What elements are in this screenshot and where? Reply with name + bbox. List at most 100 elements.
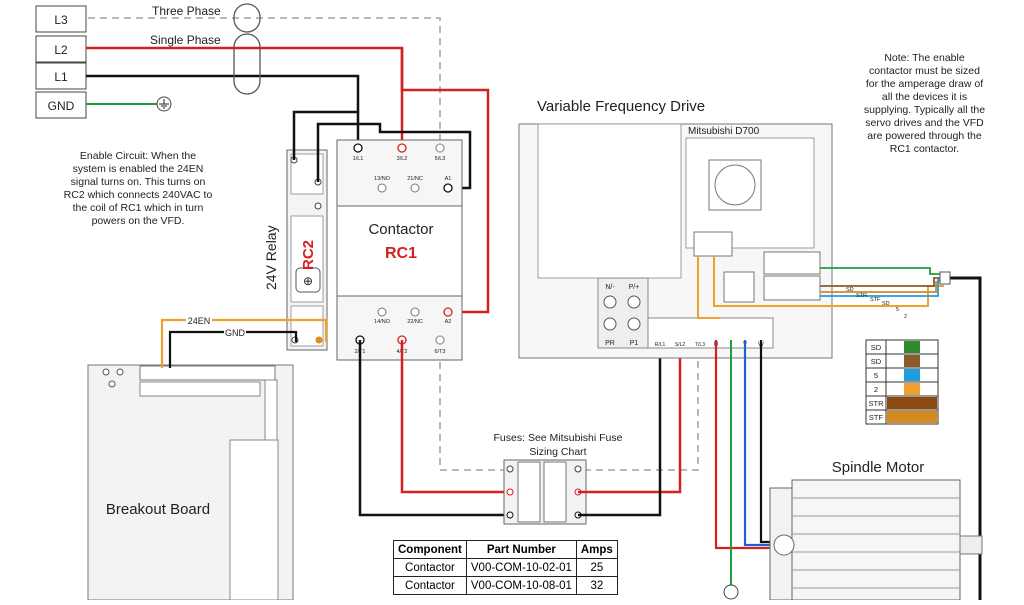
earth-ground-icon [156, 96, 172, 112]
breakout-board [87, 364, 294, 601]
legend-label: SD [871, 343, 882, 352]
cell-component: Contactor [393, 576, 467, 595]
three-phase-gland [233, 3, 261, 33]
t1-to-fuse-wire [358, 340, 510, 517]
relay-label: 24V Relay [263, 225, 279, 290]
signal-wire-sd [820, 267, 944, 275]
rc1-aux-13no: 13/NO [374, 176, 391, 182]
l2-wire [86, 46, 404, 148]
legend-label: SD [871, 357, 882, 366]
vfd-model: Mitsubishi D700 [688, 126, 760, 137]
legend-swatch [904, 341, 920, 353]
fuse-block [503, 459, 587, 525]
signal-label-str: STR [856, 293, 867, 299]
contactor-name: Contactor [368, 221, 433, 238]
signal-cable [944, 276, 982, 600]
fuses-note-line2: Sizing Chart [529, 446, 586, 458]
motor-wire-u [714, 340, 772, 550]
parts-table: Component Part Number Amps Contactor V00… [393, 540, 618, 595]
vfd-term-pr: PR [605, 340, 615, 347]
cell-part-number: V00-COM-10-02-01 [465, 558, 577, 577]
motor-wire-w [759, 340, 772, 544]
signal-label-stf: STF [870, 297, 881, 303]
signal-wire-2 [697, 256, 720, 319]
cell-part-number: V00-COM-10-08-01 [465, 576, 577, 595]
vfd-term-p1: P1 [630, 340, 639, 347]
wire-24en [160, 318, 328, 368]
relay-id: RC2 [300, 240, 317, 270]
vfd-term-r: R/L1 [655, 342, 666, 348]
legend-swatch [887, 397, 937, 409]
spindle-label: Spindle Motor [832, 459, 925, 476]
header-amps: Amps [575, 540, 618, 559]
signal-wire-stf [820, 281, 944, 293]
terminal-l3: L3 [54, 13, 68, 27]
signal-label-2: 2 [904, 314, 907, 320]
relay-a1-wire [316, 122, 472, 190]
signal-label-sd: SD [846, 287, 854, 293]
header-component: Component [393, 540, 467, 559]
parts-table-header: Component Part Number Amps [393, 540, 618, 559]
rc1-aux-a2: A2 [445, 319, 452, 325]
legend-swatch [904, 383, 920, 395]
vfd-unit [518, 123, 833, 359]
contactor-rc1 [336, 139, 463, 361]
rc1-aux-21nc: 21/NC [407, 176, 423, 182]
rc1-term-l1: 1/L1 [353, 156, 364, 162]
relay-test-icon: ⊕ [303, 274, 313, 288]
terminal-gnd: GND [48, 99, 75, 113]
cable-connector [939, 271, 951, 285]
fuse-to-vfd-red [578, 325, 682, 494]
motor-wire-v [743, 340, 772, 547]
fuse-to-vfd-black [578, 325, 662, 517]
cell-amps: 25 [575, 558, 618, 577]
terminal-l1: L1 [54, 70, 68, 84]
supply-terminal-block: L3 L2 L1 GND [35, 5, 87, 119]
vfd-term-n: N/- [605, 284, 615, 291]
cell-amps: 32 [575, 576, 618, 595]
vfd-title: Variable Frequency Drive [537, 98, 705, 115]
cell-component: Contactor [393, 558, 467, 577]
coil-a2-wire [400, 48, 490, 314]
legend-label: 2 [874, 385, 878, 394]
table-row: Contactor V00-COM-10-02-01 25 [393, 558, 618, 577]
vfd-term-p: P/+ [629, 284, 640, 291]
legend-swatch [904, 369, 920, 381]
signal-label-5: 5 [896, 307, 899, 313]
contactor-id: RC1 [385, 245, 417, 262]
single-phase-label: Single Phase [150, 33, 221, 47]
spindle-motor [769, 479, 983, 601]
relay-feed-wire [292, 110, 358, 160]
legend-swatch [887, 411, 937, 423]
single-phase-gland [233, 33, 261, 95]
rc1-term-l3: 5/L3 [435, 156, 446, 162]
rc1-aux-14no: 14/NO [374, 319, 391, 325]
label-24en: 24EN [188, 316, 211, 326]
l3-dashed-wire [88, 17, 699, 471]
signal-label-sd2: SD [882, 301, 890, 307]
vfd-term-s: S/L2 [675, 342, 686, 348]
legend-label: 5 [874, 371, 878, 380]
rc1-aux-22nc: 22/NC [407, 319, 423, 325]
legend-label: STR [869, 399, 885, 408]
legend-swatch [904, 355, 920, 367]
vfd-term-t: T/L3 [695, 342, 705, 348]
rc1-term-t3: 6/T3 [434, 349, 445, 355]
three-phase-label: Three Phase [152, 4, 221, 18]
signal-wire-5 [820, 279, 944, 297]
rc1-aux-a1: A1 [445, 176, 452, 182]
t2-to-fuse-wire [400, 340, 510, 494]
rc1-term-l2: 3/L2 [397, 156, 408, 162]
terminal-l2: L2 [54, 43, 68, 57]
table-row: Contactor V00-COM-10-08-01 32 [393, 576, 618, 595]
fuses-note-line1: Fuses: See Mitsubishi Fuse [494, 432, 623, 444]
signal-wire-str [820, 277, 944, 287]
label-gnd: GND [225, 328, 246, 338]
breakout-label: Breakout Board [106, 501, 210, 518]
motor-ground-icon [723, 584, 739, 600]
